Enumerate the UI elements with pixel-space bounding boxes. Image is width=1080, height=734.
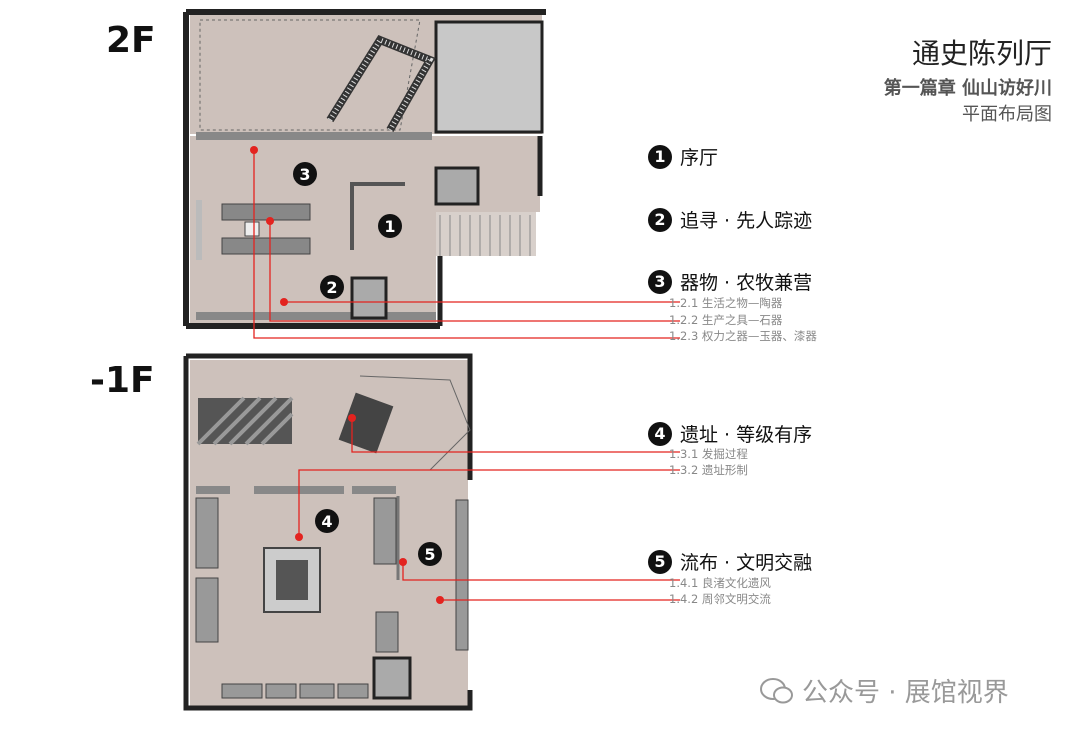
map-number-4: 4: [321, 512, 332, 531]
legend-number: 1: [648, 144, 672, 169]
legend-number: 2: [648, 207, 672, 232]
watermark-text: 公众号 · 展馆视界: [802, 678, 1009, 708]
legend-number: 5: [648, 549, 672, 574]
legend-item-4: 4 遗址 · 等级有序: [648, 420, 812, 447]
legend-subitem: 1.2.3 权力之器—玉器、漆器: [669, 329, 817, 343]
legend-number: 4: [648, 421, 672, 446]
legend-item-1: 1 序厅: [648, 143, 718, 170]
page-title: 通史陈列厅: [911, 37, 1052, 70]
legend-label: 器物 · 农牧兼营: [680, 272, 813, 294]
map-number-5: 5: [424, 545, 435, 564]
chapter-title: 第一篇章 仙山访好川: [883, 78, 1052, 99]
plan-b1f: [183, 353, 473, 711]
legend-item-3: 3 器物 · 农牧兼营: [648, 268, 812, 295]
legend-item-2: 2 追寻 · 先人踪迹: [648, 206, 812, 233]
map-number-2: 2: [326, 278, 337, 297]
legend-subitem: 1.3.1 发掘过程: [669, 447, 748, 461]
legend-subitem: 1.4.1 良渚文化遗风: [669, 576, 771, 590]
legend-label: 流布 · 文明交融: [680, 552, 813, 574]
map-number-1: 1: [384, 217, 395, 236]
legend-subitem: 1.2.2 生产之具—石器: [669, 313, 783, 327]
floor-label-2f: 2F: [106, 20, 156, 61]
floor-label-b1f: -1F: [90, 360, 155, 401]
wechat-icon: [760, 677, 793, 703]
legend-subitem: 1.2.1 生活之物—陶器: [669, 296, 783, 310]
legend-label: 序厅: [680, 147, 719, 169]
legend-label: 遗址 · 等级有序: [680, 424, 813, 446]
leader-lines: [253, 150, 680, 601]
plan-2f: [183, 9, 546, 329]
legend-item-5: 5 流布 · 文明交融: [648, 548, 812, 575]
legend-number: 3: [648, 269, 672, 294]
watermark: 公众号 · 展馆视界: [760, 672, 1009, 709]
legend-subitem: 1.4.2 周邻文明交流: [669, 592, 771, 606]
legend-subitem: 1.3.2 遗址形制: [669, 463, 748, 477]
legend-label: 追寻 · 先人踪迹: [680, 210, 813, 232]
map-number-3: 3: [299, 165, 310, 184]
page-subtitle: 平面布局图: [962, 104, 1052, 125]
